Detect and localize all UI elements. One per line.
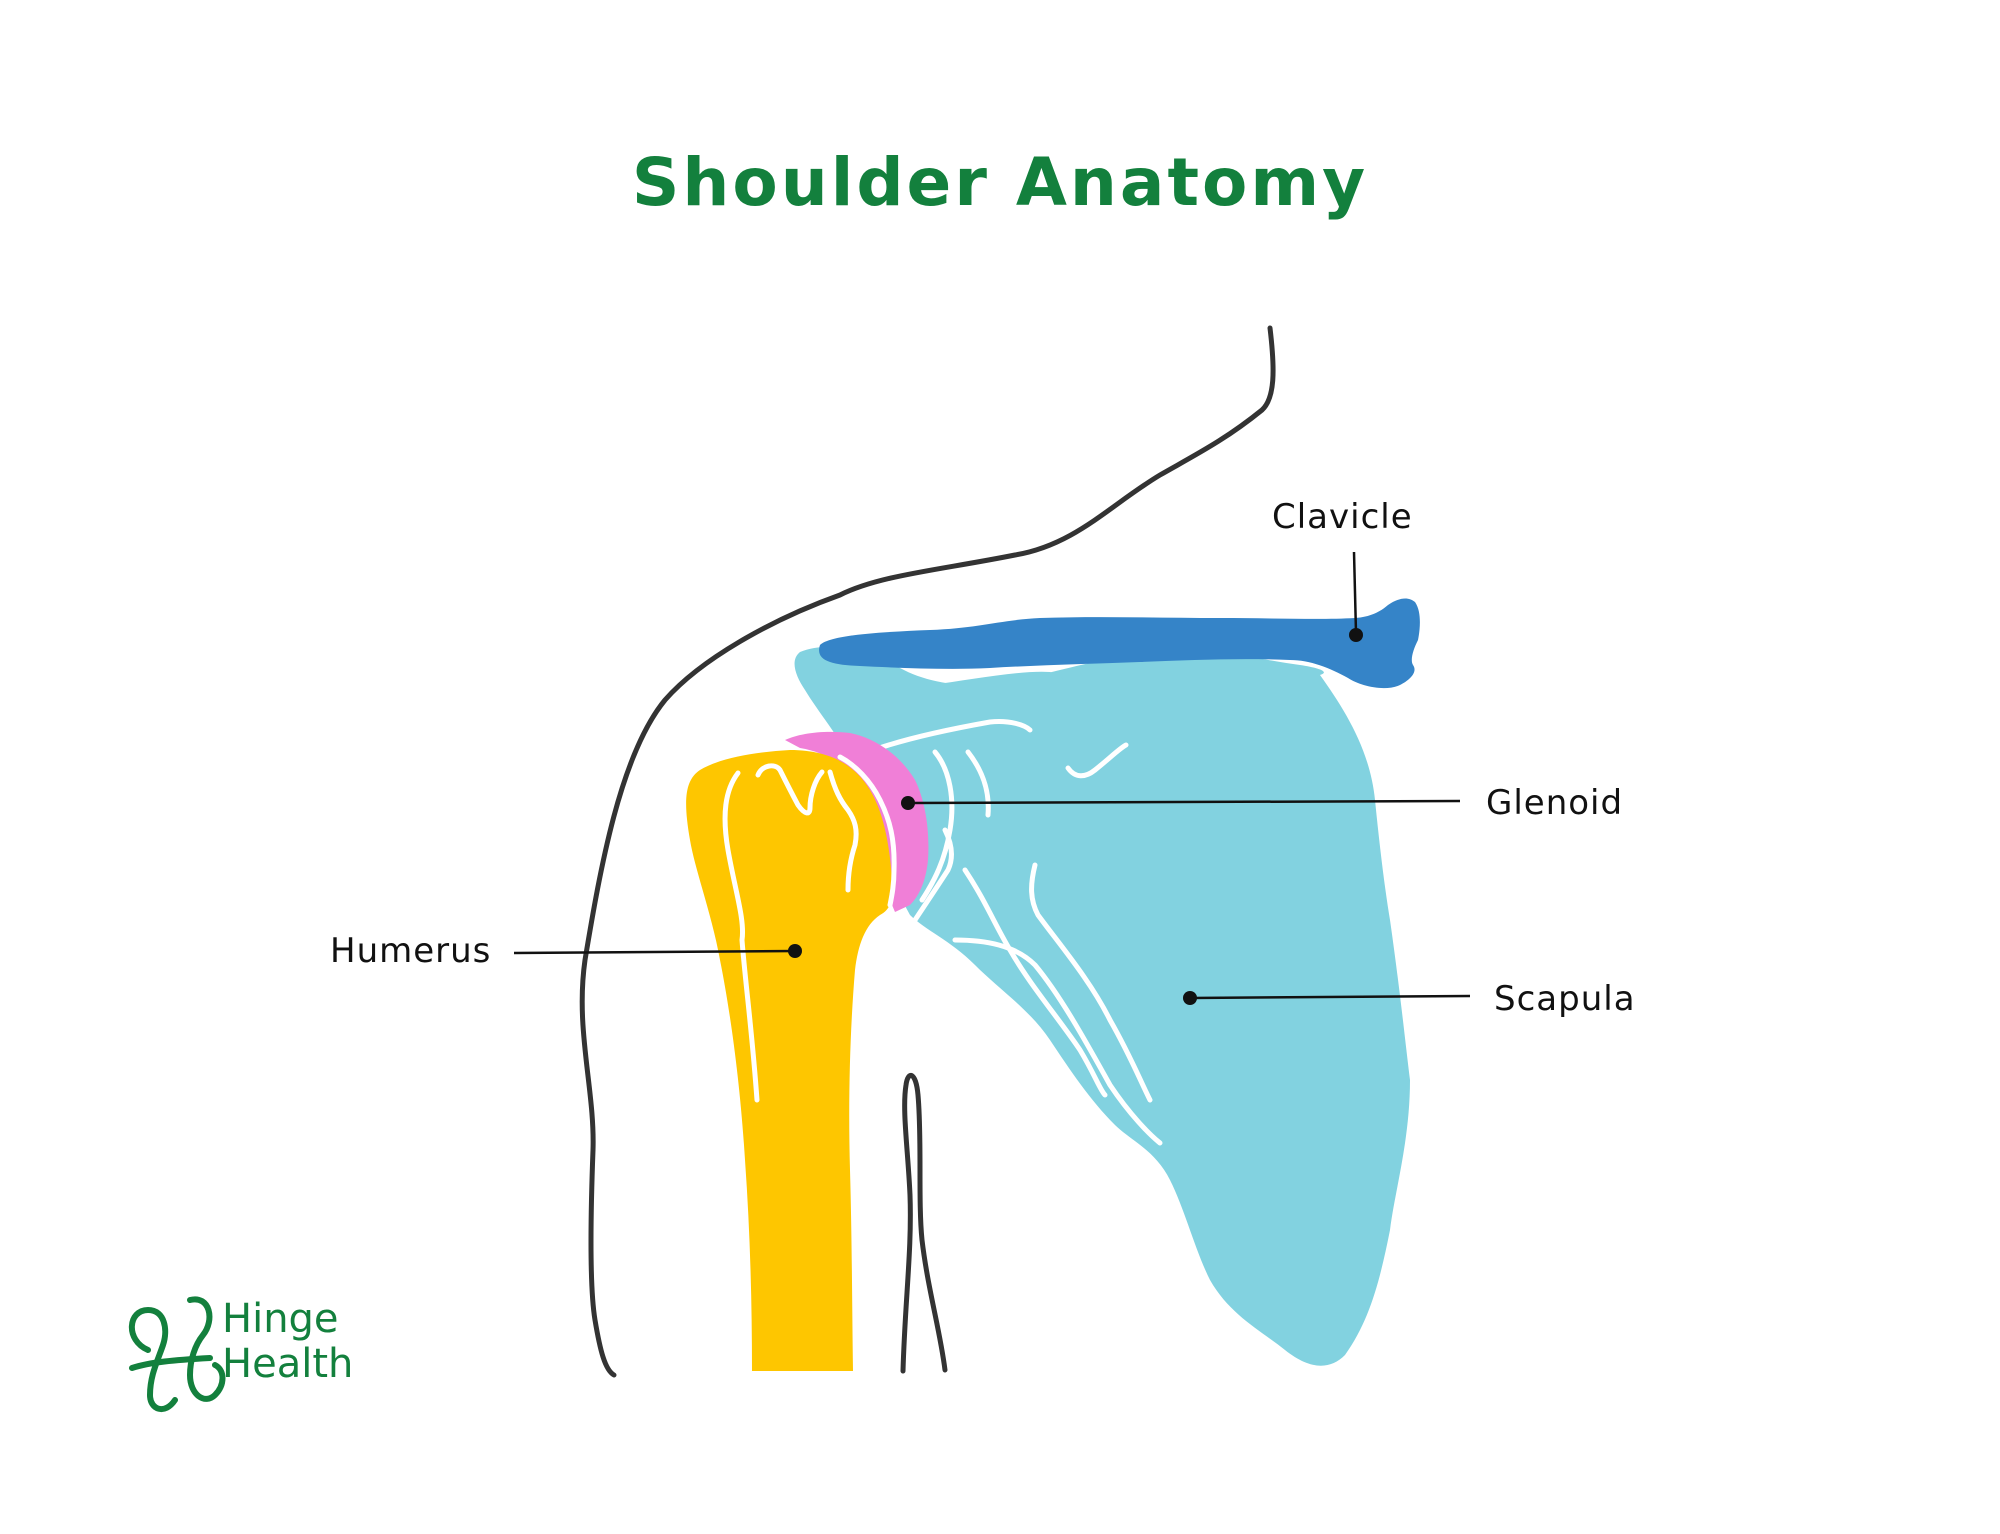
scapula-leader-line (1189, 994, 1471, 1000)
scapula-detail-line-4 (965, 749, 991, 818)
scapula (794, 646, 1410, 1366)
scapula-label: Scapula (1494, 979, 1636, 1019)
clavicle-pointer (1349, 551, 1363, 642)
armpit-outline (900, 1073, 948, 1374)
scapula-pointer (1183, 991, 1471, 1005)
diagram-title: Shoulder Anatomy (632, 144, 1368, 221)
logo-text-line2: Health (222, 1341, 353, 1387)
humerus-pointer (513, 944, 802, 958)
scapula-detail-line-3 (919, 749, 955, 903)
scapula-detail-line-7 (1029, 862, 1153, 1103)
scapula-detail-line-8 (952, 937, 1163, 1146)
humerus-detail-line-2 (755, 763, 825, 816)
logo-text-line1: Hinge (222, 1296, 339, 1342)
humerus-bone (686, 750, 893, 1371)
clavicle-label: Clavicle (1272, 497, 1413, 537)
clavicle-leader-line (1352, 551, 1358, 634)
body-outline (579, 325, 1276, 1378)
hinge-health-logo-icon (128, 1296, 226, 1412)
humerus-leader-line (513, 949, 796, 955)
clavicle-dot (1349, 628, 1363, 642)
scapula-detail-line-5 (912, 827, 954, 923)
glenoid-pointer (901, 796, 1461, 810)
scapula-detail-line-6 (962, 867, 1108, 1098)
scapula-dot (1183, 991, 1197, 1005)
humerus (686, 750, 897, 1371)
hinge-health-logo: Hinge Health (128, 1296, 353, 1412)
humerus-dot (788, 944, 802, 958)
glenoid-leader-line (907, 799, 1461, 805)
humerus-detail-line-1 (722, 770, 760, 1103)
glenoid-label: Glenoid (1486, 783, 1623, 823)
humerus-detail-line-3 (827, 769, 859, 893)
scapula-detail-line-2 (1065, 742, 1129, 779)
clavicle (819, 598, 1420, 689)
humerus-label: Humerus (330, 931, 491, 971)
humerus-detail-line-4 (837, 754, 897, 908)
scapula-detail-line-1 (865, 719, 1033, 755)
glenoid-dot (901, 796, 915, 810)
